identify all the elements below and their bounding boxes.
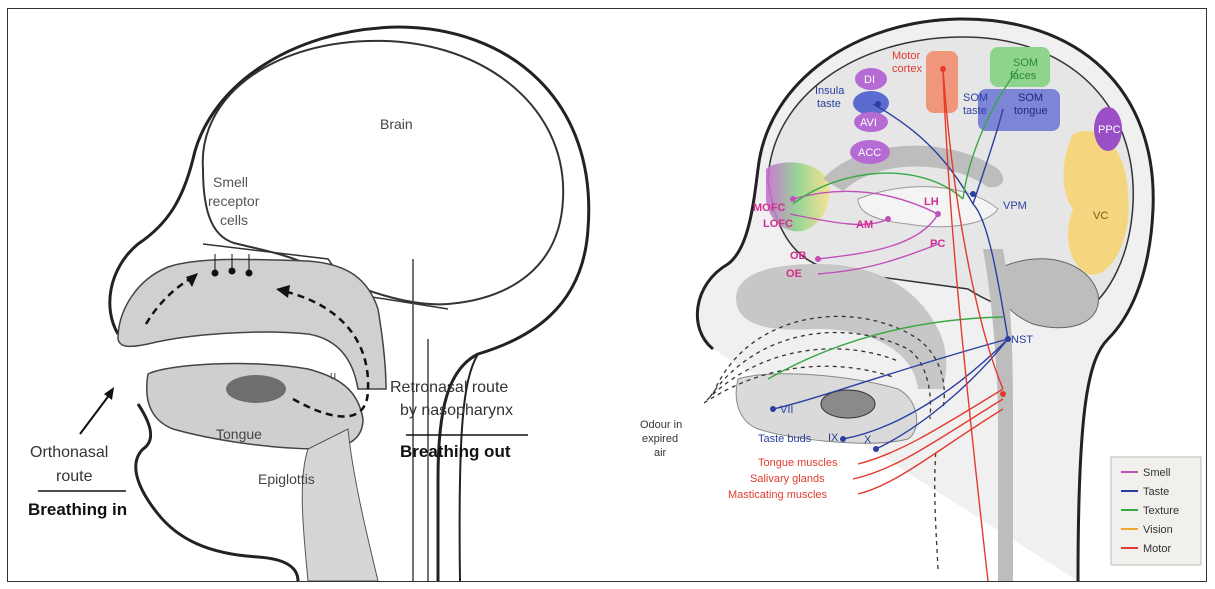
left-diagram: Brain Smell receptor cells Tongue u Epig… <box>8 9 618 581</box>
figure-frame: Brain Smell receptor cells Tongue u Epig… <box>7 8 1207 582</box>
orthonasal-solid-arrowhead <box>104 387 114 400</box>
ppc-label: PPC <box>1098 124 1121 136</box>
vii-label: VII <box>780 404 793 416</box>
throat <box>302 429 378 581</box>
am-label: AM <box>856 219 873 231</box>
odour-label-1: Odour in <box>640 419 682 431</box>
oe-label: OE <box>786 268 802 280</box>
som-faces-label-2: faces <box>1010 70 1037 82</box>
breathing-in-label: Breathing in <box>28 500 127 519</box>
lh-label: LH <box>924 196 939 208</box>
legend-label-smell: Smell <box>1143 467 1171 479</box>
odour-label-3: air <box>654 447 667 459</box>
motor-cortex-label-2: cortex <box>892 63 922 75</box>
tongue-label: Tongue <box>216 426 262 442</box>
right-diagram: Motor cortex SOM faces DI Insula taste A… <box>618 9 1208 581</box>
smell-receptor-label-1: Smell <box>213 174 248 190</box>
uvula-label: u <box>330 370 336 382</box>
lofc-label: LOFC <box>763 218 793 230</box>
retronasal-label-2: by nasopharynx <box>400 402 513 419</box>
x-label: X <box>864 434 872 446</box>
insula-region <box>853 91 889 115</box>
right-tongue-spot <box>821 390 875 418</box>
ix-label: IX <box>828 432 839 444</box>
pc-label: PC <box>930 238 945 250</box>
vc-label: VC <box>1093 210 1108 222</box>
vpm-label: VPM <box>1003 200 1027 212</box>
motor-cortex-label-1: Motor <box>892 50 920 62</box>
acc-label: ACC <box>858 147 881 159</box>
brain-label: Brain <box>380 116 413 132</box>
salivary-glands-label: Salivary glands <box>750 473 825 485</box>
insula-label-1: Insula <box>815 85 845 97</box>
masticating-muscles-label: Masticating muscles <box>728 489 828 501</box>
mofc-label: MOFC <box>753 202 785 214</box>
ob-label: OB <box>790 250 807 262</box>
breathing-out-label: Breathing out <box>400 442 511 461</box>
legend-label-vision: Vision <box>1143 524 1173 536</box>
legend-label-motor: Motor <box>1143 543 1171 555</box>
som-tongue-label-2: tongue <box>1014 105 1048 117</box>
tongue-dark-spot <box>226 375 286 403</box>
legend-label-texture: Texture <box>1143 505 1179 517</box>
som-tongue-label-1: SOM <box>1018 92 1043 104</box>
tongue-muscles-label: Tongue muscles <box>758 457 838 469</box>
odour-label-2: expired <box>642 433 678 445</box>
legend-label-taste: Taste <box>1143 486 1169 498</box>
som-taste-label-2: taste <box>963 105 987 117</box>
motor-cortex-region <box>926 51 958 113</box>
retronasal-label-1: Retronasal route <box>390 379 508 396</box>
taste-buds-label: Taste buds <box>758 433 812 445</box>
som-faces-label-1: SOM <box>1013 57 1038 69</box>
nst-label: NST <box>1011 334 1033 346</box>
orthonasal-label-2: route <box>56 468 93 485</box>
avi-label: AVI <box>860 117 877 129</box>
insula-label-2: taste <box>817 98 841 110</box>
som-taste-label-1: SOM <box>963 92 988 104</box>
smell-receptor-label-3: cells <box>220 212 248 228</box>
orthonasal-solid-arrow <box>80 394 110 434</box>
orthonasal-label-1: Orthonasal <box>30 444 108 461</box>
legend: Smell Taste Texture Vision Motor <box>1111 457 1201 565</box>
smell-receptor-label-2: receptor <box>208 193 260 209</box>
epiglottis-label: Epiglottis <box>258 471 315 487</box>
di-label: DI <box>864 74 875 86</box>
